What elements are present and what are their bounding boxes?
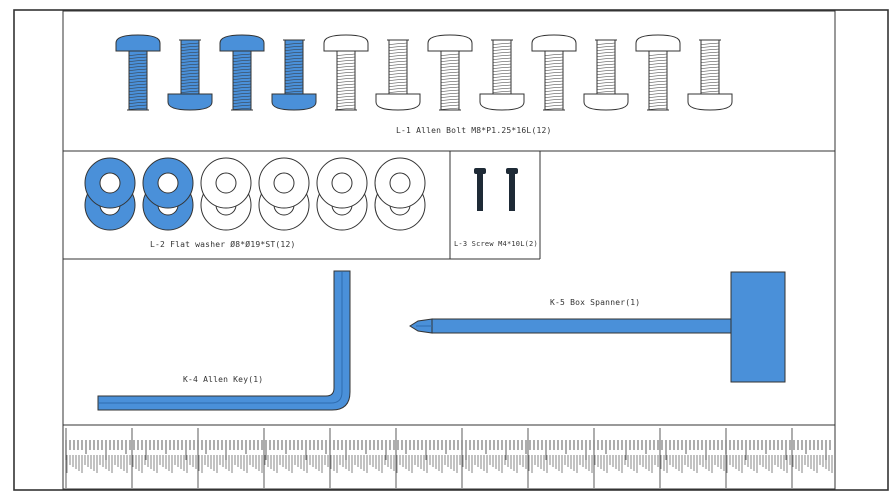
ruler-scale-icon xyxy=(65,428,833,488)
allen-bolt-label: L-1 Allen Bolt M8*P1.25*16L(12) xyxy=(396,126,552,135)
screw-label: L-3 Screw M4*10L(2) xyxy=(454,240,538,248)
flat-washer-icon xyxy=(84,157,136,231)
allen-bolt-icon xyxy=(271,39,317,111)
box-spanner-icon xyxy=(409,271,786,383)
allen-bolt-icon xyxy=(583,39,629,111)
allen-bolt-group xyxy=(115,34,733,111)
flat-washer-icon xyxy=(200,157,252,231)
allen-key-icon xyxy=(97,270,351,411)
screw-group xyxy=(474,168,518,211)
flat-washer-icon xyxy=(316,157,368,231)
flat-washer-icon xyxy=(142,157,194,231)
allen-bolt-icon xyxy=(479,39,525,111)
allen-bolt-icon xyxy=(115,34,161,111)
allen-key-label: K-4 Allen Key(1) xyxy=(183,375,264,384)
allen-bolt-icon xyxy=(323,34,369,111)
allen-bolt-icon xyxy=(167,39,213,111)
screw-icon xyxy=(474,168,486,211)
flat-washer-label: L-2 Flat washer Ø8*Ø19*ST(12) xyxy=(150,240,296,249)
allen-bolt-icon xyxy=(375,39,421,111)
allen-bolt-icon xyxy=(687,39,733,111)
flat-washer-group xyxy=(84,157,426,231)
allen-bolt-icon xyxy=(635,34,681,111)
flat-washer-icon xyxy=(258,157,310,231)
allen-bolt-icon xyxy=(531,34,577,111)
screw-icon xyxy=(506,168,518,211)
inner-frame xyxy=(62,10,836,490)
box-spanner-label: K-5 Box Spanner(1) xyxy=(550,298,641,307)
flat-washer-icon xyxy=(374,157,426,231)
allen-bolt-icon xyxy=(219,34,265,111)
allen-bolt-icon xyxy=(427,34,473,111)
